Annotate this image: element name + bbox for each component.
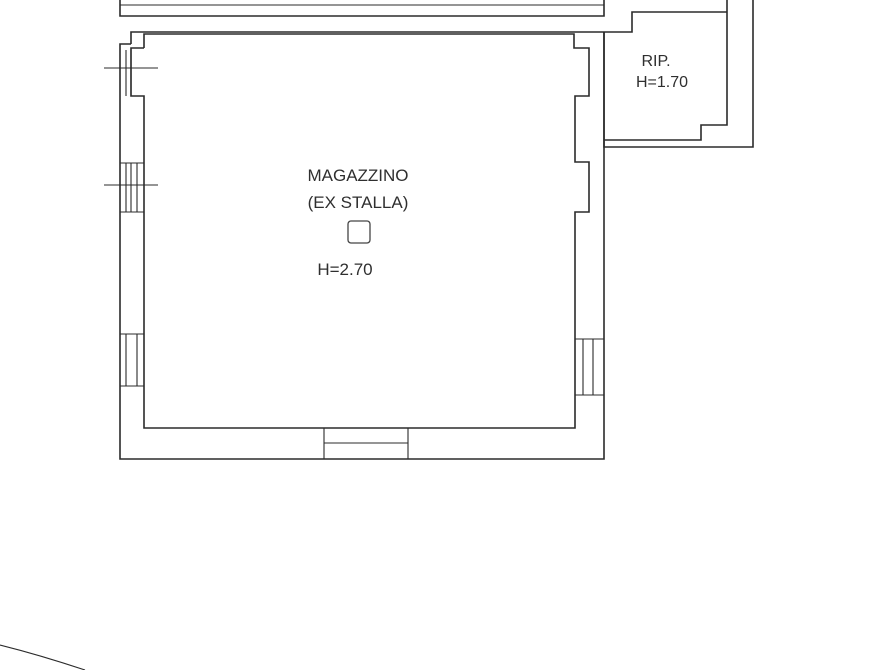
right-window bbox=[575, 338, 604, 396]
top-boundary bbox=[119, 0, 605, 17]
ripostiglio-walls bbox=[603, 0, 754, 148]
magazzino-height: H=2.70 bbox=[317, 260, 372, 279]
bottom-door bbox=[323, 428, 409, 459]
magazzino-name: MAGAZZINO bbox=[307, 166, 408, 185]
pillar-symbol bbox=[347, 220, 371, 244]
site-boundary-curve bbox=[0, 644, 86, 670]
magazzino-subname: (EX STALLA) bbox=[308, 193, 409, 212]
left-window-bottom bbox=[120, 333, 144, 387]
ripostiglio-name: RIP. bbox=[641, 53, 670, 70]
left-window-middle bbox=[104, 162, 158, 213]
ripostiglio-height: H=1.70 bbox=[636, 74, 688, 91]
magazzino-inner-wall bbox=[130, 33, 590, 429]
magazzino-outer-wall bbox=[119, 31, 605, 460]
left-window-top bbox=[104, 50, 158, 96]
